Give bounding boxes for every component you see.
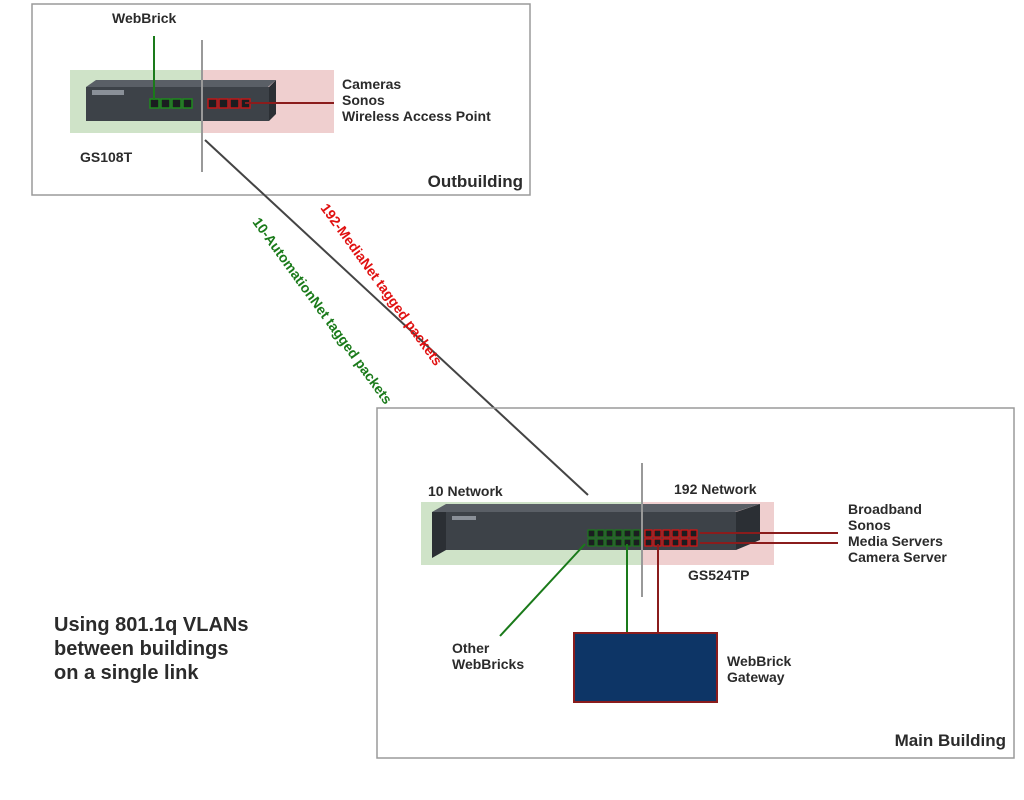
trunk-link [204, 139, 589, 496]
outbuilding-media-device: Cameras [342, 76, 401, 92]
other-webbricks-label: WebBricks [452, 656, 524, 672]
network-10-label: 10 Network [428, 483, 503, 499]
main-media-device: Media Servers [848, 533, 943, 549]
switch-port [644, 529, 653, 538]
gs524tp-label: GS524TP [688, 567, 749, 583]
switch-port [689, 538, 698, 547]
caption-line: between buildings [54, 638, 228, 660]
outbuilding-title: Outbuilding [428, 172, 523, 191]
automation-vlan-label: 10-AutomationNet tagged packets [250, 214, 396, 407]
main-media-device: Sonos [848, 517, 891, 533]
switch-port [623, 529, 632, 538]
other-webbricks-link [499, 543, 586, 637]
gs524tp-automation-ports [587, 529, 641, 547]
switch-port [596, 529, 605, 538]
switch-port [605, 538, 614, 547]
switch-port [689, 529, 698, 538]
switch-port [662, 538, 671, 547]
main-media-device: Camera Server [848, 549, 947, 565]
outbuilding-frame [31, 3, 531, 196]
outbuilding-media-device: Wireless Access Point [342, 108, 491, 124]
gs524tp-media-ports [644, 529, 698, 547]
network-192-label: 192 Network [674, 481, 757, 497]
switch-port [671, 538, 680, 547]
switch-port [644, 538, 653, 547]
switch-port [680, 529, 689, 538]
main-building-title: Main Building [895, 731, 1006, 750]
main-media-device: Broadband [848, 501, 922, 517]
gs108t-switch [86, 80, 276, 121]
caption-line: on a single link [54, 662, 199, 684]
gateway-label: Gateway [727, 669, 785, 685]
switch-port [596, 538, 605, 547]
outbuilding-media-device: Sonos [342, 92, 385, 108]
switch-port [587, 538, 596, 547]
switch-port [680, 538, 689, 547]
switch-port [653, 529, 662, 538]
switch-port [614, 529, 623, 538]
other-webbricks-label: Other [452, 640, 490, 656]
switch-port [587, 529, 596, 538]
gateway-label: WebBrick [727, 653, 792, 669]
switch-port [632, 538, 641, 547]
gs108t-label: GS108T [80, 149, 133, 165]
switch-port [671, 529, 680, 538]
webbrick-label: WebBrick [112, 10, 177, 26]
gs524tp-switch [432, 504, 760, 558]
switch-port [662, 529, 671, 538]
webbrick-gateway-box [573, 632, 718, 703]
switch-port [632, 529, 641, 538]
caption-line: Using 801.1q VLANs [54, 614, 249, 636]
switch-port [614, 538, 623, 547]
main-building-frame [376, 407, 1015, 759]
switch-port [605, 529, 614, 538]
